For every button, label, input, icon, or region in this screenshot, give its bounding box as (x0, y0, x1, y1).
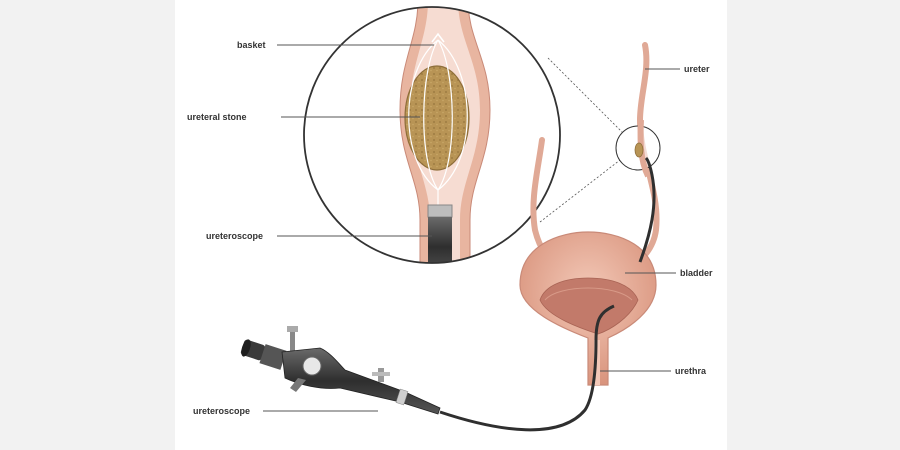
scope-cable-ureter (638, 156, 656, 263)
label-ureteroscope-inset: ureteroscope (206, 231, 264, 241)
basket-tip (431, 32, 445, 43)
label-bladder: bladder (680, 268, 713, 278)
scope-body (281, 347, 441, 415)
scope-dial (302, 356, 322, 376)
magnification-lines (539, 57, 625, 223)
label-ureteroscope-device: ureteroscope (193, 406, 251, 416)
label-urethra: urethra (675, 366, 707, 376)
inset-basket-wires (408, 39, 468, 205)
label-ureter: ureter (684, 64, 710, 74)
stone-in-ureter (634, 142, 644, 158)
leader-lines (263, 44, 680, 412)
scope-cable (439, 304, 615, 432)
scope-light-post (290, 330, 295, 352)
bladder-fold (544, 287, 633, 301)
inset-border (303, 6, 561, 264)
label-basket: basket (237, 40, 266, 50)
label-ureteral-stone: ureteral stone (187, 112, 247, 122)
magnified-inset (303, 6, 561, 264)
bladder-interior (539, 277, 639, 335)
scope-light-cap (287, 326, 298, 332)
inset-ureteroscope-body (428, 217, 452, 263)
scope-eyepiece (240, 339, 287, 370)
ureteroscope-device (240, 156, 656, 432)
scope-lever (290, 378, 306, 392)
scope-ring (395, 388, 409, 406)
inset-ureteral-stone (404, 65, 470, 171)
inset-ureteroscope-tip (427, 204, 453, 218)
scope-port-cap (372, 372, 390, 376)
anatomy (519, 42, 661, 386)
